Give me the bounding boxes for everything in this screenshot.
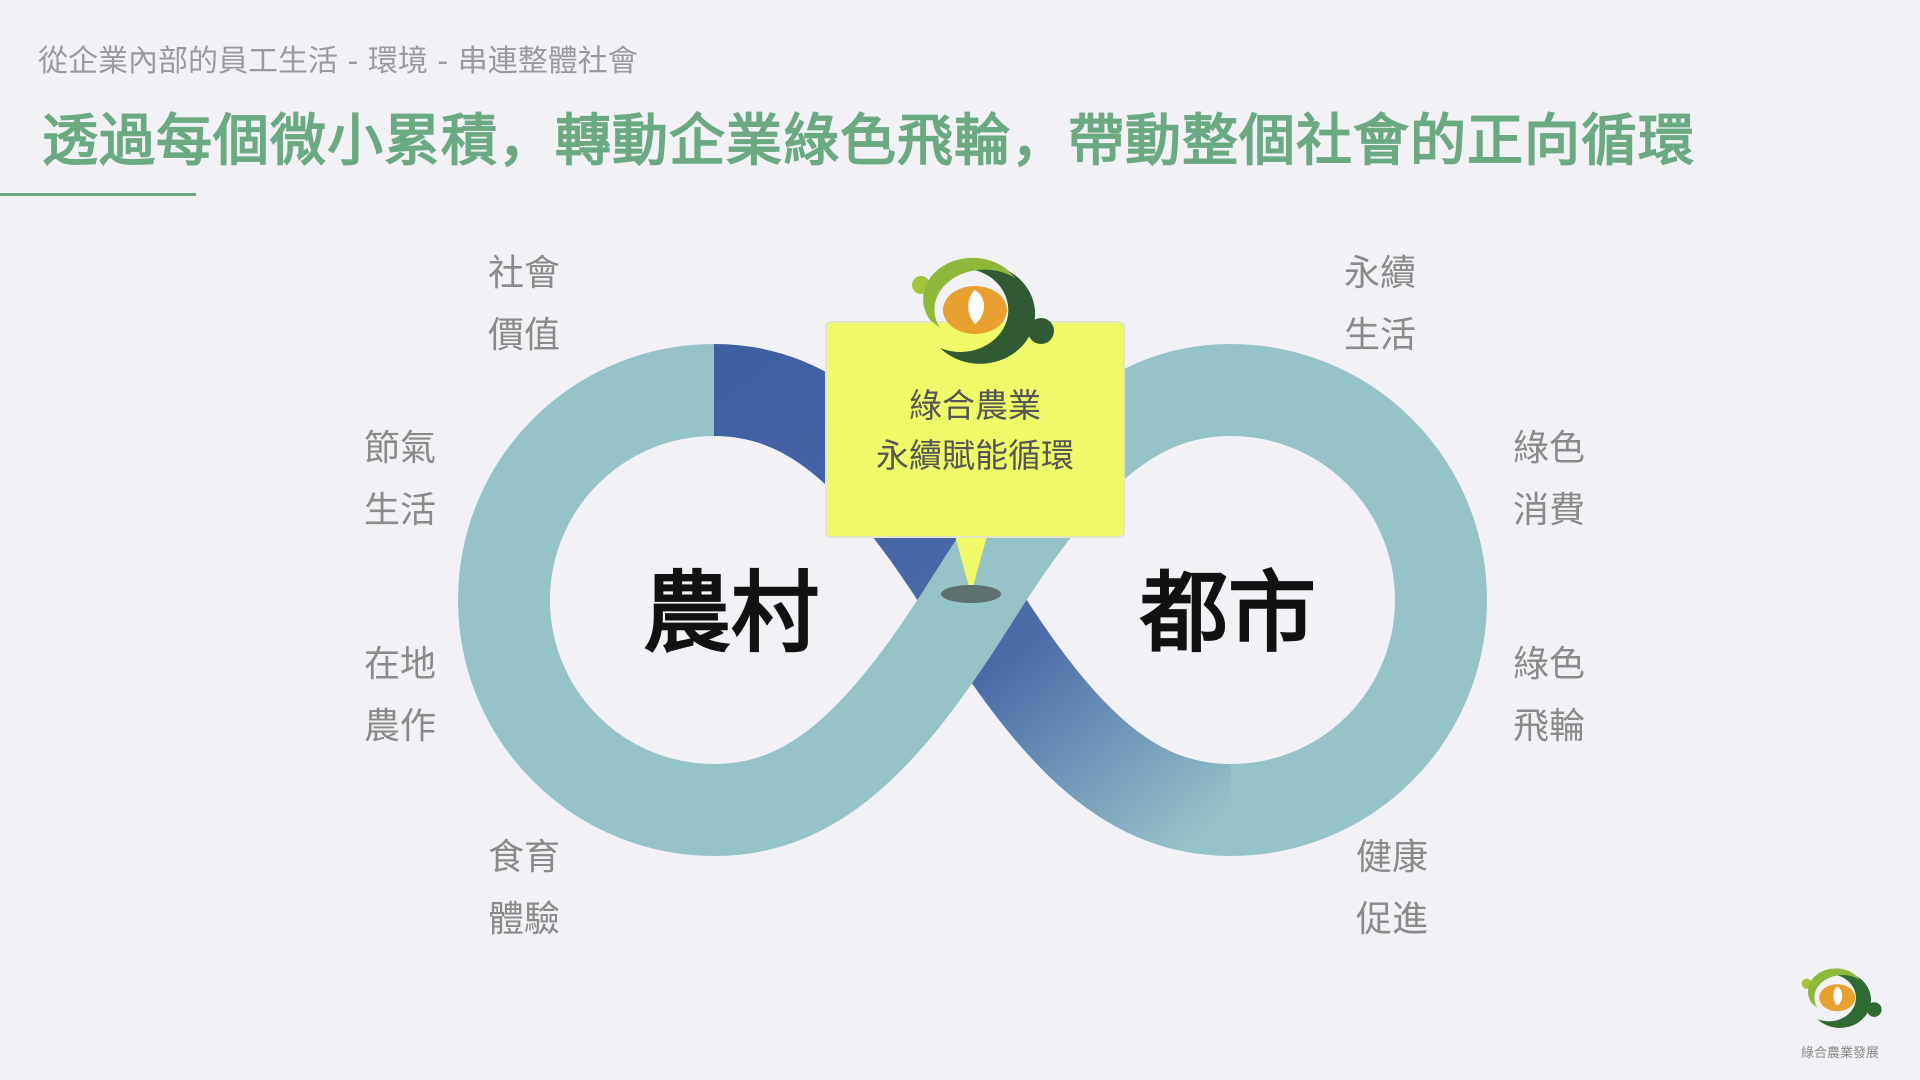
label-line: 社會 — [487, 253, 561, 294]
label-line: 促進 — [1355, 899, 1429, 940]
label-line: 綠色 — [1512, 644, 1586, 685]
loop-label-urban: 都市 — [1139, 561, 1317, 665]
label-line: 價值 — [487, 315, 561, 356]
leaf-logo-icon — [912, 257, 1054, 364]
brand-name: 綠合農業發展 — [1800, 1046, 1879, 1061]
label-line: 生活 — [363, 490, 437, 531]
title-underline — [0, 193, 196, 196]
label-line: 永續 — [1343, 253, 1417, 294]
brand-logo: 綠合農業發展 — [1785, 958, 1895, 1061]
brand-leaf-icon — [1801, 968, 1882, 1028]
loop-right-arc — [1230, 344, 1487, 856]
slide-subtitle: 從企業內部的員工生活 - 環境 - 串連整體社會 — [38, 44, 638, 79]
label-line: 綠色 — [1512, 428, 1586, 469]
slide-title: 透過每個微小累積，轉動企業綠色飛輪，帶動整個社會的正向循環 — [42, 109, 1695, 174]
callout-pointer-shadow — [941, 585, 1001, 603]
label-health-promotion: 健康促進 — [1356, 827, 1428, 951]
label-line: 在地 — [363, 644, 437, 685]
callout-line-2: 永續賦能循環 — [876, 436, 1074, 475]
label-line: 飛輪 — [1512, 706, 1586, 747]
label-seasonal-life: 節氣生活 — [364, 418, 436, 542]
label-line: 消費 — [1512, 490, 1586, 531]
label-green-consumption: 綠色消費 — [1513, 418, 1585, 542]
label-green-flywheel: 綠色飛輪 — [1513, 634, 1585, 758]
label-line: 食育 — [487, 837, 561, 878]
loop-left-arc — [458, 344, 715, 856]
callout-line-1: 綠合農業 — [909, 386, 1041, 425]
callout-pointer — [955, 536, 987, 594]
label-social-value: 社會價值 — [488, 243, 560, 367]
label-food-education: 食育體驗 — [488, 827, 560, 951]
label-line: 農作 — [363, 706, 437, 747]
label-line: 體驗 — [487, 899, 561, 940]
label-line: 生活 — [1343, 315, 1417, 356]
label-line: 健康 — [1355, 837, 1429, 878]
label-local-farming: 在地農作 — [364, 634, 436, 758]
label-line: 節氣 — [363, 428, 437, 469]
label-sustainable-living: 永續生活 — [1344, 243, 1416, 367]
loop-label-rural: 農村 — [642, 561, 820, 665]
